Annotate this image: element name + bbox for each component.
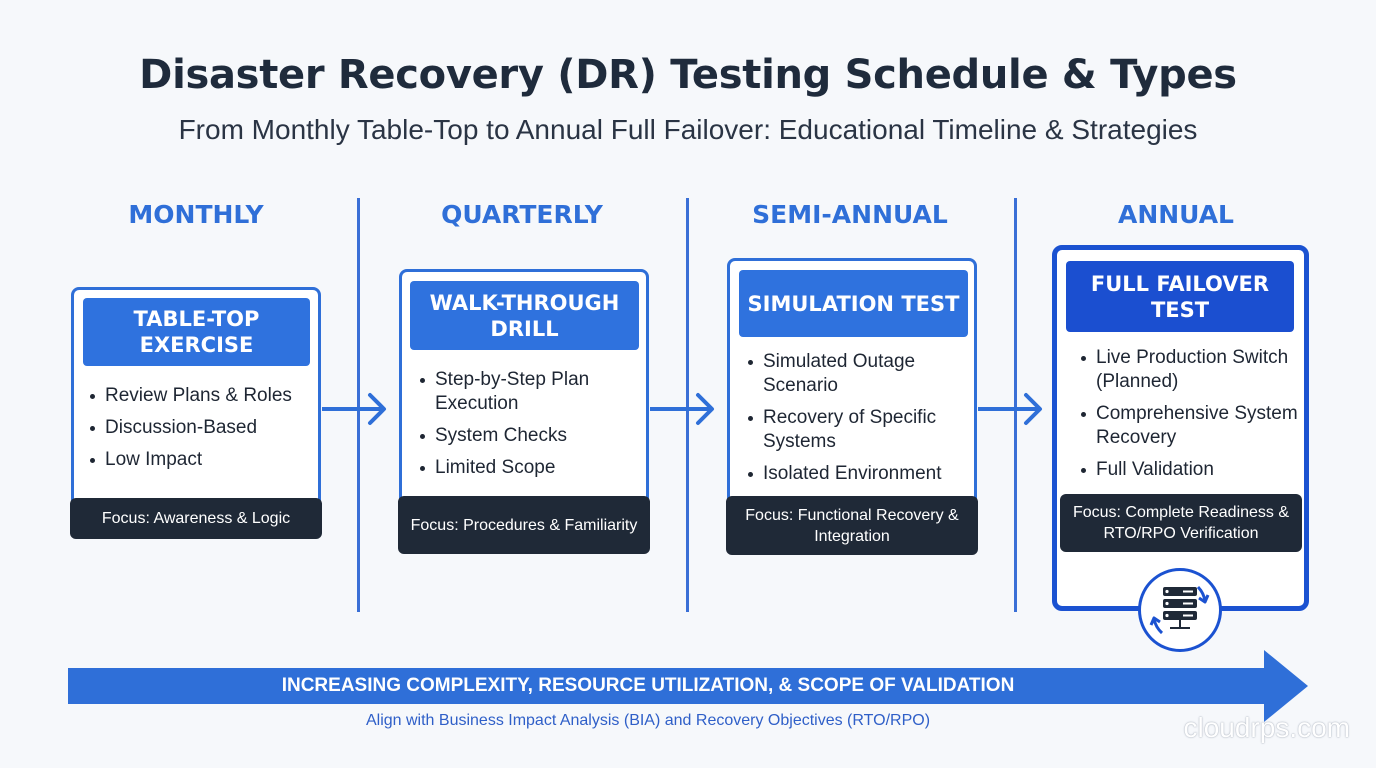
page-title: Disaster Recovery (DR) Testing Schedule … <box>139 52 1237 98</box>
page-subtitle: From Monthly Table-Top to Annual Full Fa… <box>178 114 1198 145</box>
card-full-failover-test: FULL FAILOVER TEST Live Production Switc… <box>1052 245 1309 611</box>
server-sync-icon <box>1138 568 1222 652</box>
card-table-top-exercise: TABLE-TOP EXERCISE Review Plans & Roles … <box>71 287 321 519</box>
bullet-item: Recovery of Specific Systems <box>746 406 972 454</box>
arrow-right-icon <box>650 393 714 425</box>
focus-badge: Focus: Procedures & Familiarity <box>398 496 650 554</box>
card-simulation-test: SIMULATION TEST Simulated Outage Scenari… <box>727 258 977 534</box>
focus-badge: Focus: Complete Readiness & RTO/RPO Veri… <box>1060 494 1302 552</box>
bullet-item: Simulated Outage Scenario <box>746 350 972 398</box>
bullet-item: Discussion-Based <box>88 416 312 440</box>
arrow-right-icon <box>978 393 1042 425</box>
bullet-list: Step-by-Step Plan Execution System Check… <box>418 368 642 488</box>
watermark: cloudrps.com <box>1183 712 1350 743</box>
card-header: SIMULATION TEST <box>739 270 968 337</box>
bullet-list: Review Plans & Roles Discussion-Based Lo… <box>88 384 312 480</box>
column-label-annual: ANNUAL <box>1117 200 1234 229</box>
column-divider <box>686 198 689 612</box>
card-walk-through-drill: WALK-THROUGH DRILL Step-by-Step Plan Exe… <box>399 269 649 533</box>
bullet-item: Review Plans & Roles <box>88 384 312 408</box>
column-label-semi-annual: SEMI-ANNUAL <box>752 200 948 229</box>
column-divider <box>357 198 360 612</box>
card-header: FULL FAILOVER TEST <box>1066 261 1294 332</box>
progression-arrow-banner <box>68 650 1308 722</box>
footnote: Align with Business Impact Analysis (BIA… <box>365 712 931 729</box>
bullet-item: Isolated Environment <box>746 462 972 486</box>
column-label-monthly: MONTHLY <box>128 200 264 229</box>
bullet-item: Full Validation <box>1079 458 1301 482</box>
focus-badge: Focus: Functional Recovery & Integration <box>726 496 978 555</box>
bullet-item: Comprehensive System Recovery <box>1079 402 1301 450</box>
card-header: WALK-THROUGH DRILL <box>410 281 639 350</box>
bullet-item: Step-by-Step Plan Execution <box>418 368 642 416</box>
bullet-list: Simulated Outage Scenario Recovery of Sp… <box>746 350 972 494</box>
column-divider <box>1014 198 1017 612</box>
progression-banner-text: INCREASING COMPLEXITY, RESOURCE UTILIZAT… <box>281 675 1015 696</box>
bullet-item: Low Impact <box>88 448 312 472</box>
bullet-item: Live Production Switch (Planned) <box>1079 346 1301 394</box>
bullet-item: Limited Scope <box>418 456 642 480</box>
bullet-list: Live Production Switch (Planned) Compreh… <box>1079 346 1301 490</box>
focus-badge: Focus: Awareness & Logic <box>70 498 322 539</box>
card-header: TABLE-TOP EXERCISE <box>83 298 310 366</box>
arrow-right-icon <box>322 393 386 425</box>
bullet-item: System Checks <box>418 424 642 448</box>
column-label-quarterly: QUARTERLY <box>441 200 603 229</box>
